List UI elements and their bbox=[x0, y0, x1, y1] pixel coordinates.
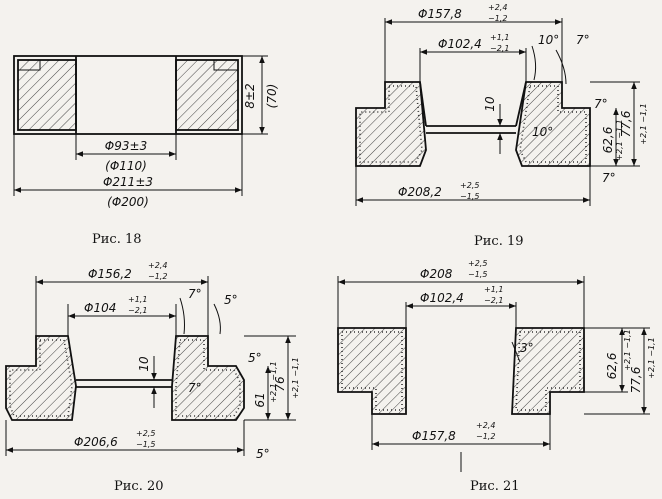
fig18-outer-d: Φ211±3 bbox=[103, 175, 153, 189]
fig20-angle-a: 7° bbox=[188, 287, 202, 301]
fig18-inner-d: Φ93±3 bbox=[105, 139, 147, 153]
fig19-left-section bbox=[355, 81, 427, 167]
fig19-h2: 77,6 bbox=[619, 110, 633, 137]
fig21-caption: Рис. 21 bbox=[470, 479, 520, 494]
svg-text:+1,1: +1,1 bbox=[128, 295, 147, 304]
fig20-caption: Рис. 20 bbox=[114, 479, 164, 494]
svg-text:+2,4: +2,4 bbox=[476, 421, 495, 430]
fig18-left-section bbox=[17, 59, 77, 131]
fig19-h1: 62,6 bbox=[601, 126, 615, 153]
fig21-left-section bbox=[337, 327, 407, 415]
svg-text:+1,1: +1,1 bbox=[484, 285, 503, 294]
svg-text:−2,1: −2,1 bbox=[484, 296, 503, 305]
fig19: Φ157,8 +2,4 −1,2 Φ102,4 +1,1 −2,1 Φ208,2… bbox=[355, 3, 648, 249]
fig20-step: 10 bbox=[137, 356, 151, 372]
fig19-caption: Рис. 19 bbox=[474, 234, 524, 249]
svg-text:−2,1: −2,1 bbox=[490, 44, 509, 53]
fig20-h1: 61 bbox=[253, 392, 267, 407]
svg-text:−1,5: −1,5 bbox=[468, 270, 487, 279]
svg-text:+2,4: +2,4 bbox=[488, 3, 507, 12]
svg-text:+2,5: +2,5 bbox=[136, 429, 155, 438]
fig19-angle-b: 7° bbox=[576, 33, 590, 47]
fig19-angle-a: 10° bbox=[538, 33, 559, 47]
fig21-bottom-d: Φ157,8 bbox=[412, 429, 456, 443]
svg-text:+1,1: +1,1 bbox=[490, 33, 509, 42]
fig20-left-section bbox=[5, 335, 77, 421]
svg-text:−1,5: −1,5 bbox=[460, 192, 479, 201]
fig20-bottom-d: Φ206,6 bbox=[74, 435, 118, 449]
fig18-height-alt: (70) bbox=[265, 84, 279, 109]
svg-text:−1,2: −1,2 bbox=[148, 272, 167, 281]
svg-text:+2,1 −1,1: +2,1 −1,1 bbox=[623, 329, 632, 370]
svg-text:+2,1 −1,1: +2,1 −1,1 bbox=[647, 337, 656, 378]
svg-text:+2,1 −1,1: +2,1 −1,1 bbox=[269, 361, 278, 402]
fig20-angle-d: 5° bbox=[248, 351, 262, 365]
fig21-inner-d: Φ102,4 bbox=[420, 291, 464, 305]
fig19-angle-d: 10° bbox=[532, 125, 553, 139]
fig18-right-section bbox=[175, 59, 239, 131]
svg-text:−1,2: −1,2 bbox=[488, 14, 507, 23]
fig20-right-section bbox=[171, 335, 245, 421]
fig19-angle-e: 7° bbox=[602, 171, 616, 185]
fig21-h1: 62,6 bbox=[605, 352, 619, 379]
fig18-inner-d-alt: (Φ110) bbox=[105, 159, 147, 173]
fig18-outline bbox=[13, 55, 243, 135]
fig20: Φ156,2 +2,4 −1,2 Φ104 +1,1 −2,1 Φ206,6 +… bbox=[5, 261, 300, 494]
fig19-angle-c: 7° bbox=[594, 97, 608, 111]
fig21: Φ208 +2,5 −1,5 Φ102,4 +1,1 −2,1 Φ157,8 +… bbox=[337, 259, 656, 494]
svg-text:−2,1: −2,1 bbox=[128, 306, 147, 315]
svg-text:+2,1 −1,1: +2,1 −1,1 bbox=[291, 357, 300, 398]
fig18-height: 8±2 bbox=[243, 83, 257, 108]
fig20-angle-e: 5° bbox=[256, 447, 270, 461]
fig20-h2: 76 bbox=[273, 376, 287, 392]
fig19-step: 10 bbox=[483, 96, 497, 112]
svg-text:+2,5: +2,5 bbox=[468, 259, 487, 268]
svg-text:+2,1 −1,1: +2,1 −1,1 bbox=[639, 103, 648, 144]
fig18-outer-d-alt: (Φ200) bbox=[107, 195, 149, 209]
svg-text:+2,4: +2,4 bbox=[148, 261, 167, 270]
svg-text:+2,5: +2,5 bbox=[460, 181, 479, 190]
fig19-bottom-d: Φ208,2 bbox=[398, 185, 442, 199]
fig19-right-section bbox=[515, 81, 591, 167]
fig21-h2: 77,6 bbox=[629, 366, 643, 393]
svg-text:−1,5: −1,5 bbox=[136, 440, 155, 449]
fig21-top-d: Φ208 bbox=[420, 267, 453, 281]
fig20-inner-d: Φ104 bbox=[84, 301, 116, 315]
fig19-top-d: Φ157,8 bbox=[418, 7, 462, 21]
fig21-angle-a: 3° bbox=[520, 341, 534, 355]
fig20-angle-c: 7° bbox=[188, 381, 202, 395]
svg-text:+2,1 −1,1: +2,1 −1,1 bbox=[615, 119, 624, 160]
fig19-inner-d: Φ102,4 bbox=[438, 37, 482, 51]
fig20-angle-b: 5° bbox=[224, 293, 238, 307]
fig18: 8±2 (70) Φ93±3 (Φ110) Φ211±3 (Φ200) Рис.… bbox=[13, 55, 279, 247]
fig20-top-d: Φ156,2 bbox=[88, 267, 132, 281]
svg-text:−1,2: −1,2 bbox=[476, 432, 495, 441]
fig18-caption: Рис. 18 bbox=[92, 232, 142, 247]
